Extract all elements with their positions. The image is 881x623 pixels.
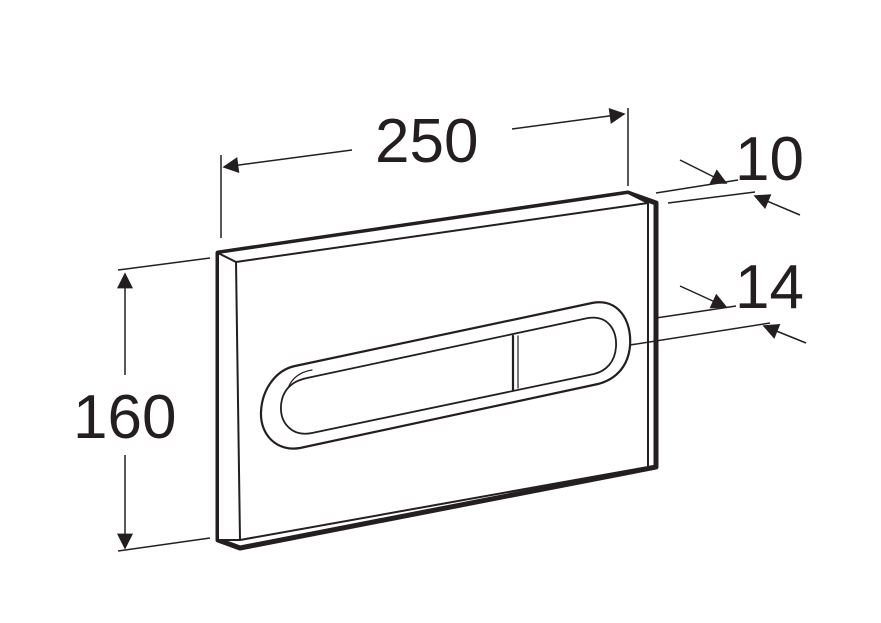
plate-bevel-top [235,202,649,263]
plate-bevel-left [235,261,241,541]
height-extension-top [117,257,211,271]
button-inner-capsule [280,316,617,435]
width-label: 250 [375,107,478,176]
width-dimension [220,107,629,238]
thickness-arrow-upper [679,159,728,184]
thickness-extension-bottom [667,191,756,204]
thickness-dimension [655,159,801,216]
thickness-label: 10 [735,125,804,194]
projection-extension-top [655,305,737,319]
button-highlight [287,369,313,389]
projection-arrow-upper [679,285,728,309]
projection-extension-bottom [629,322,771,346]
thickness-extension-top [655,179,739,194]
height-extension-bottom [117,537,211,552]
dual-flush-button [259,301,632,450]
plate-front-face [217,192,649,541]
thickness-arrow-lower [753,194,801,216]
projection-label: 14 [735,253,804,322]
button-outer-capsule [259,301,632,450]
projection-dimension [629,285,807,346]
height-label: 160 [73,383,176,452]
width-dimension-line-right [511,107,626,130]
plate-bevel-corner [217,252,237,263]
height-dimension [117,257,211,552]
width-dimension-line-left [222,149,353,174]
projection-arrow-lower [762,323,807,344]
flush-plate [215,190,659,551]
